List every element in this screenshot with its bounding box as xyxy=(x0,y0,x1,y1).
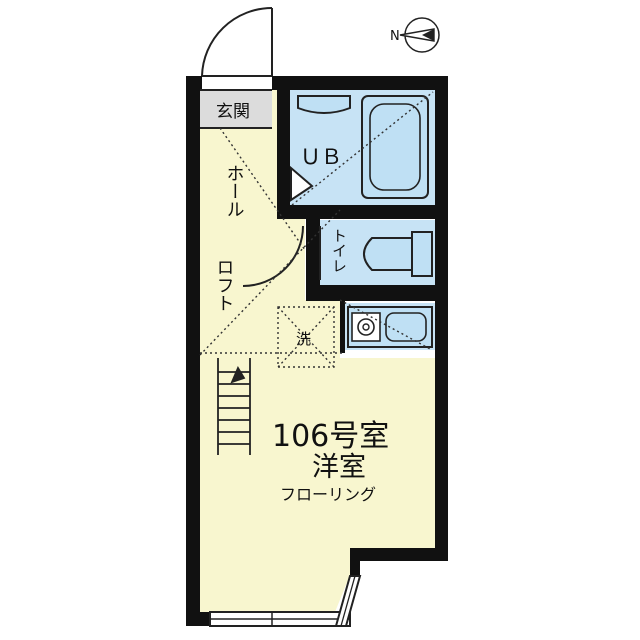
loft-ladder xyxy=(217,358,251,455)
wall-bath-bottom xyxy=(277,205,435,219)
compass-icon: N xyxy=(390,17,440,53)
wall-top xyxy=(272,76,448,90)
wall-toilet-bottom xyxy=(306,285,435,301)
western-room-label: 洋室 xyxy=(312,452,366,483)
unit-number-label: 106号室 xyxy=(272,419,389,454)
bay-window xyxy=(334,575,362,627)
entrance-door xyxy=(201,7,273,77)
western-room-floor xyxy=(200,90,435,612)
hall-label: ホール xyxy=(224,164,245,218)
wall-left xyxy=(186,76,200,626)
bath-diagonal xyxy=(291,91,434,206)
sink xyxy=(385,312,427,342)
wall-bottom-step xyxy=(350,548,360,576)
flooring-label: フローリング xyxy=(280,485,376,504)
bath-label: ＵＢ xyxy=(300,145,342,169)
entrance-label: 玄関 xyxy=(216,102,250,122)
bathtub xyxy=(361,95,429,199)
loft-diagonal xyxy=(199,209,341,356)
bath-door xyxy=(290,165,314,202)
entrance-floor xyxy=(200,90,272,128)
wall-toilet-left xyxy=(306,219,320,301)
laundry-label: 洗 xyxy=(296,330,311,348)
wall-bottom-left xyxy=(186,612,210,626)
toilet-door-swing xyxy=(242,225,304,287)
wash-basin xyxy=(297,95,351,114)
stove xyxy=(351,312,381,342)
toilet-label: トイレ xyxy=(330,228,348,273)
wall-bottom-right xyxy=(350,548,448,561)
loft-label: ロフト xyxy=(214,258,235,312)
toilet-fixture xyxy=(363,231,433,277)
bottom-window xyxy=(209,611,351,627)
compass-north-label: N xyxy=(390,29,400,44)
wall-kitchen-left xyxy=(340,301,345,353)
wall-bath-left xyxy=(277,90,290,215)
laundry-pan xyxy=(277,306,335,368)
wall-right xyxy=(435,76,448,558)
walls xyxy=(186,76,448,626)
